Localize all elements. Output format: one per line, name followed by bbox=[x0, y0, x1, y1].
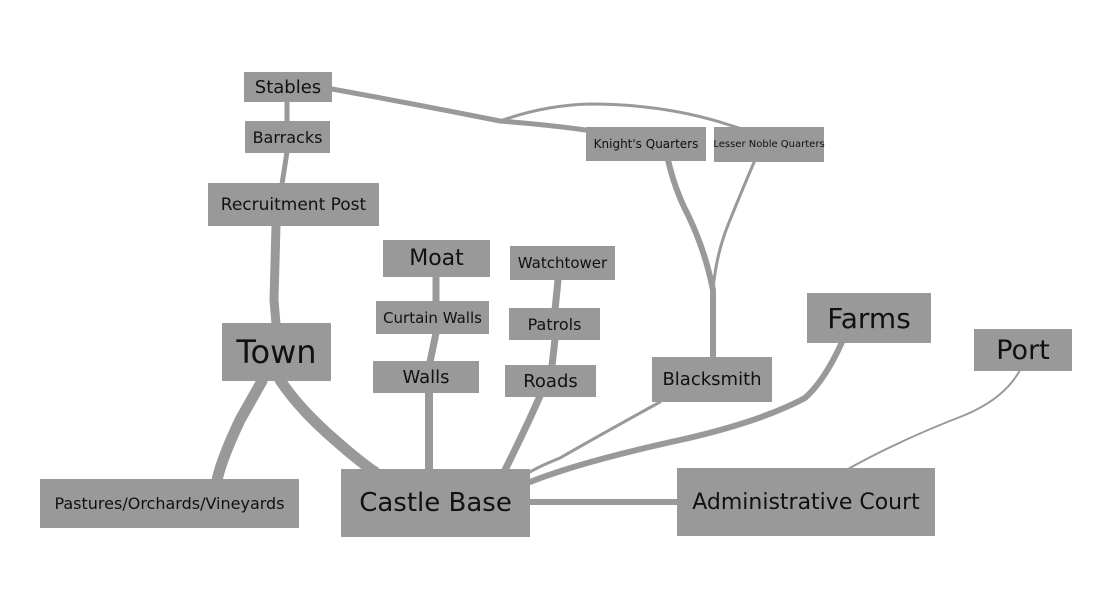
edge-barracks-recruitment-post bbox=[279, 149, 290, 187]
edge-roads-castle-base bbox=[501, 392, 544, 474]
edge-farms-castle-base bbox=[527, 339, 845, 485]
node-patrols[interactable]: Patrols bbox=[509, 308, 600, 340]
node-walls[interactable]: Walls bbox=[373, 361, 479, 393]
node-port[interactable]: Port bbox=[974, 329, 1072, 371]
edge-port-administrative-court bbox=[847, 369, 1021, 470]
node-stables[interactable]: Stables bbox=[244, 72, 332, 102]
node-roads[interactable]: Roads bbox=[505, 365, 596, 397]
node-recruitment-post[interactable]: Recruitment Post bbox=[208, 183, 379, 226]
node-administrative-court[interactable]: Administrative Court bbox=[677, 468, 935, 536]
node-watchtower[interactable]: Watchtower bbox=[510, 246, 615, 280]
edge-stables-knights-quarters bbox=[329, 86, 595, 134]
node-barracks[interactable]: Barracks bbox=[245, 121, 330, 153]
node-pastures[interactable]: Pastures/Orchards/Vineyards bbox=[40, 479, 299, 528]
node-lesser-noble-quarters[interactable]: Lesser Noble Quarters bbox=[713, 127, 825, 162]
edge-patrols-roads bbox=[548, 335, 559, 370]
node-curtain-walls[interactable]: Curtain Walls bbox=[376, 301, 489, 334]
edge-curtain-walls-walls bbox=[426, 329, 440, 366]
node-farms[interactable]: Farms bbox=[807, 293, 931, 343]
edge-town-castle-base bbox=[274, 374, 381, 478]
edge-recruitment-post-town bbox=[269, 220, 281, 329]
edge-knights-quarters-blacksmith bbox=[665, 157, 716, 361]
node-town[interactable]: Town bbox=[222, 323, 331, 381]
edge-watchtower-patrols bbox=[551, 276, 562, 314]
node-blacksmith[interactable]: Blacksmith bbox=[652, 357, 772, 402]
edge-town-pastures bbox=[211, 375, 268, 486]
node-knights-quarters[interactable]: Knight's Quarters bbox=[586, 127, 706, 161]
node-castle-base[interactable]: Castle Base bbox=[341, 469, 530, 537]
edge-lesser-noble-quarters-blacksmith bbox=[711, 158, 757, 292]
edge-stables-lesser-noble-quarters bbox=[498, 102, 747, 132]
edge-blacksmith-castle-base bbox=[528, 400, 662, 474]
node-moat[interactable]: Moat bbox=[383, 240, 490, 277]
